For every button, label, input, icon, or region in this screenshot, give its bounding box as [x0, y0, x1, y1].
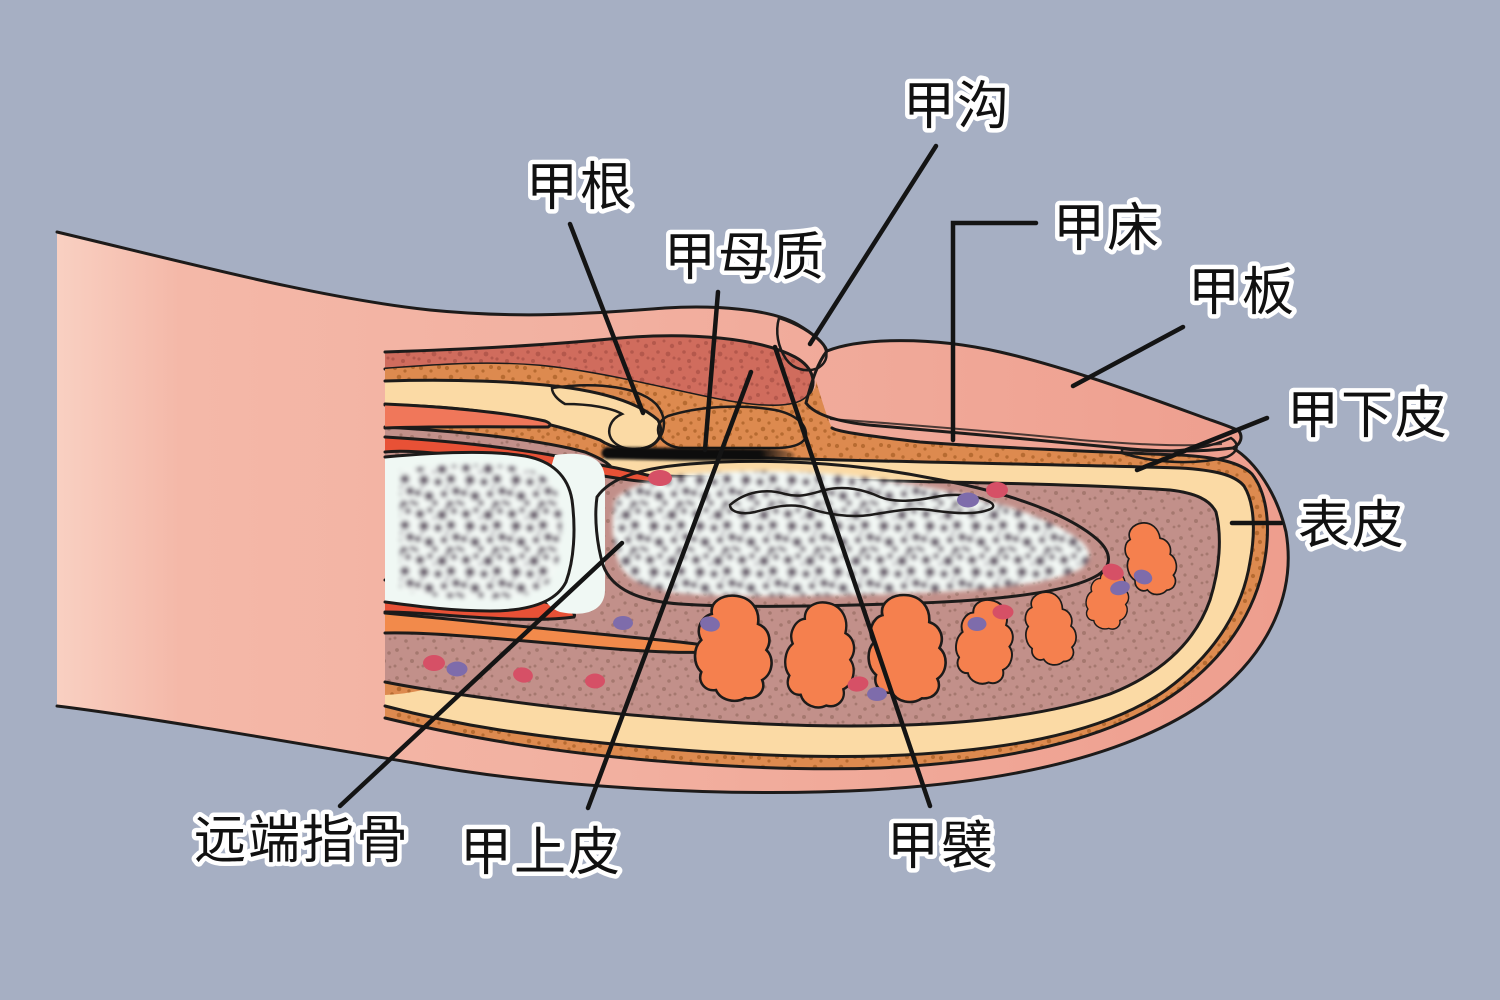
label-jia-gen: 甲根 — [526, 158, 634, 218]
dermis-orange-stipple-outline — [383, 426, 1269, 771]
leader-jia-gen — [567, 221, 646, 416]
label-biao-pi: 表皮 — [1298, 496, 1406, 556]
label-jia-gou: 甲沟 — [903, 77, 1011, 137]
fold-dark-salmon-layer — [385, 335, 814, 406]
finger-cross-section-illustration — [55, 230, 1290, 794]
label-jia-xia-pi: 甲下皮 — [1287, 386, 1449, 446]
label-jia-shang-pi: 甲上皮 — [460, 823, 622, 883]
label-jia-bi: 甲襞 — [887, 817, 995, 877]
labels: 甲沟 甲根 甲母质 甲床 甲板 甲下皮 表皮 远端指骨 甲上皮 甲襞 — [189, 73, 1451, 888]
cream-wrap-outline — [383, 450, 1255, 758]
nail-matrix-bar — [601, 447, 795, 461]
nail-root-pocket — [656, 405, 808, 450]
leader-jia-gou — [807, 143, 939, 347]
fold-orange-curl — [550, 384, 665, 451]
red-dots — [423, 470, 1124, 692]
nail-plate-inner-line — [829, 418, 1223, 447]
leader-jia-mu-zhi — [702, 289, 721, 453]
leader-jia-chuang — [950, 220, 1039, 443]
salmon-mid-layer-outline — [383, 402, 552, 430]
orange-solid-band — [385, 613, 730, 653]
label-yuan-duan-zhi-gu: 远端指骨 — [194, 811, 410, 871]
leader-jia-ban — [1070, 324, 1186, 389]
purple-dots — [446, 492, 1153, 701]
bone-distal-phalanx — [594, 459, 1110, 608]
bone-middle-phalanx-outline — [383, 450, 576, 613]
cream-pocket — [385, 380, 661, 450]
proximal-nail-fold-tip — [776, 316, 828, 372]
leader-jia-shang-pi — [585, 369, 754, 811]
leader-lines — [337, 143, 1284, 811]
bone-middle-phalanx-speckle — [400, 464, 562, 599]
leader-yuan-duan-zhi-gu — [337, 540, 625, 809]
label-jia-ban: 甲板 — [1188, 263, 1296, 323]
leader-jia-xia-pi — [1134, 415, 1270, 473]
label-jia-chuang: 甲床 — [1053, 199, 1161, 259]
label-jia-mu-zhi: 甲母质 — [664, 228, 826, 288]
salmon-mid-layer — [385, 404, 551, 428]
leader-jia-bi — [772, 344, 933, 809]
